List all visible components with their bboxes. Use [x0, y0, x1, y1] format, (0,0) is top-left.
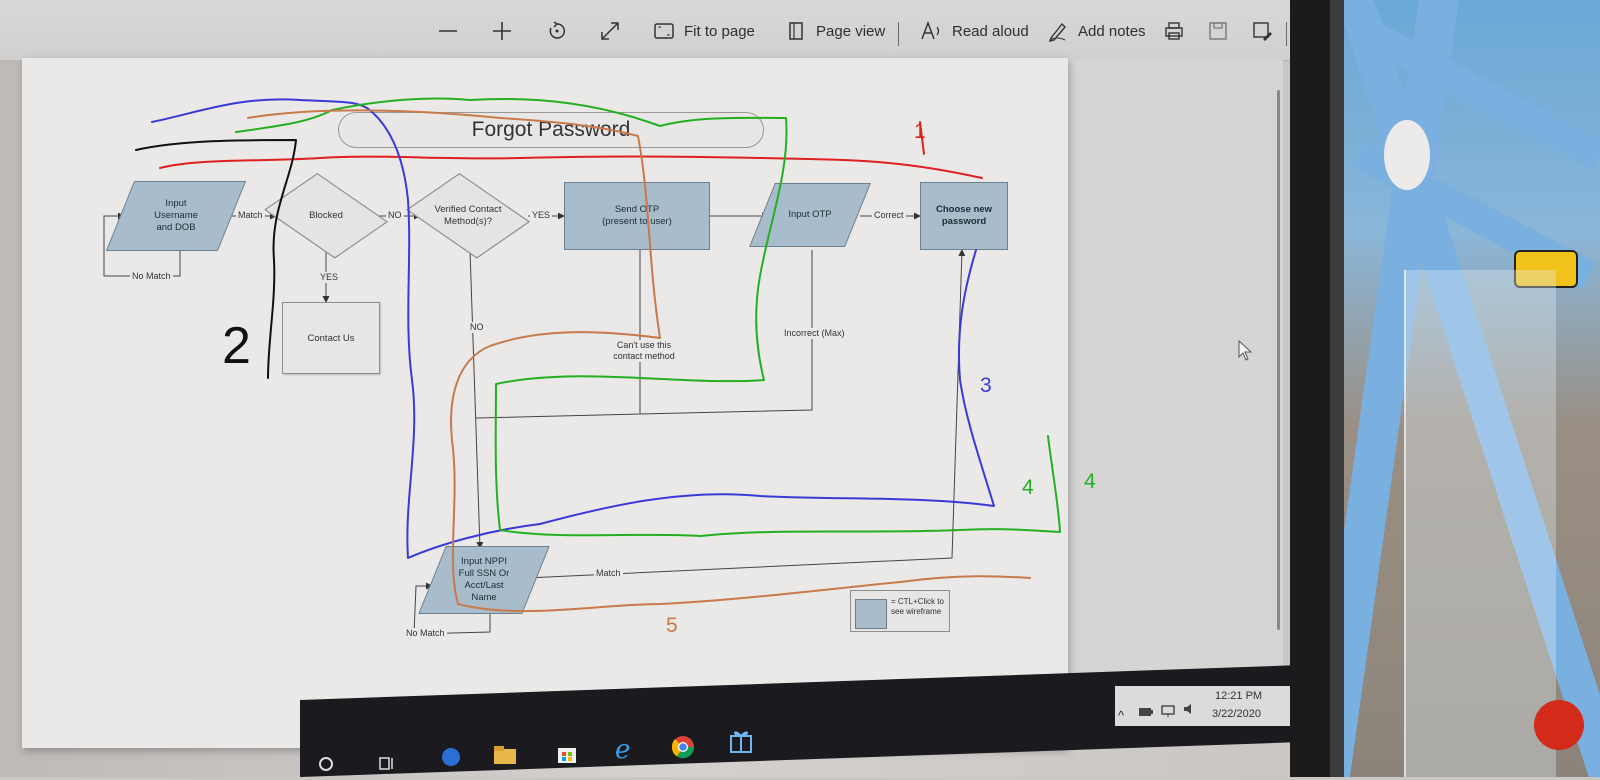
search-icon[interactable] — [312, 750, 342, 780]
svg-text:e: e — [615, 735, 630, 763]
node-blocked[interactable]: Blocked — [263, 173, 389, 259]
page-view-label: Page view — [816, 22, 886, 40]
viewer-margin — [1068, 60, 1283, 700]
blue-path — [151, 98, 995, 559]
file-explorer-icon[interactable] — [490, 740, 520, 770]
legend-text: = CTL+Click to see wireframe — [891, 597, 944, 616]
volume-icon[interactable] — [1182, 702, 1198, 719]
edge-label-incorrect: Incorrect (Max) — [782, 328, 847, 339]
save-button[interactable] — [1206, 16, 1230, 46]
add-notes-button[interactable]: Add notes — [1046, 16, 1146, 46]
pdf-toolbar: Fit to page Page view Read aloud Add not… — [0, 0, 1340, 61]
pdf-page — [22, 58, 1068, 748]
rotate-icon — [545, 19, 569, 43]
page-view-icon — [784, 19, 808, 43]
node-input-nppi[interactable]: Input NPPI Full SSN Or Acct/Last Name — [418, 546, 550, 614]
zoom-in-button[interactable] — [490, 16, 514, 46]
node-input-username[interactable]: Input Username and DOB — [105, 181, 247, 251]
rotate-button[interactable] — [545, 16, 569, 46]
annotation-number-4a: 4 — [1022, 476, 1034, 499]
edge-label-yes-2: YES — [530, 210, 553, 221]
laptop-bezel — [1290, 0, 1330, 777]
laptop-bezel-edge — [1330, 0, 1344, 777]
node-contact-us[interactable]: Contact Us — [282, 302, 380, 374]
app-gift-icon[interactable] — [726, 726, 756, 756]
fit-to-page-button[interactable]: Fit to page — [652, 16, 755, 46]
clock-date[interactable]: 3/22/2020 — [1212, 708, 1261, 720]
node-verified-contact[interactable]: Verified Contact Method(s)? — [405, 173, 531, 259]
edge-label-correct: Correct — [872, 210, 906, 221]
mouse-pointer-icon — [1238, 340, 1253, 361]
toolbar-divider-2 — [1286, 22, 1287, 46]
node-send-otp[interactable]: Send OTP (present to user) — [564, 182, 710, 250]
edge-label-no-match-2: No Match — [404, 628, 447, 639]
read-aloud-label: Read aloud — [952, 22, 1029, 40]
read-aloud-icon — [920, 19, 944, 43]
system-tray — [1115, 686, 1290, 726]
annotation-number-5: 5 — [666, 614, 678, 637]
save-as-icon — [1250, 19, 1274, 43]
expand-icon — [598, 19, 622, 43]
red-tick — [919, 121, 925, 155]
diagram-title: Forgot Password — [338, 112, 764, 148]
plus-icon — [490, 19, 514, 43]
edge-label-match: Match — [236, 210, 265, 221]
edge-label-yes: YES — [318, 272, 341, 283]
print-button[interactable] — [1162, 16, 1186, 46]
internet-explorer-icon[interactable]: e — [610, 734, 640, 764]
plush-toy — [1384, 120, 1430, 190]
save-as-button[interactable] — [1250, 16, 1274, 46]
battery-icon[interactable] — [1138, 706, 1154, 721]
red-toy — [1534, 700, 1584, 750]
vertical-scrollbar[interactable] — [1277, 90, 1280, 630]
task-view-icon[interactable] — [372, 748, 402, 778]
fullscreen-button[interactable] — [598, 16, 622, 46]
zoom-out-button[interactable] — [436, 16, 460, 46]
save-icon — [1206, 19, 1230, 43]
annotation-number-4b: 4 — [1084, 470, 1096, 493]
printer-icon — [1162, 19, 1186, 43]
pen-icon — [1046, 19, 1070, 43]
chevron-up-icon[interactable]: ^ — [1118, 708, 1125, 723]
edge-label-cant-use: Can't use this contact method — [602, 340, 686, 362]
edge-label-no: NO — [386, 210, 404, 221]
chrome-icon[interactable] — [668, 732, 698, 762]
page-view-button[interactable]: Page view — [784, 16, 885, 46]
orange-path — [247, 109, 1031, 613]
legend-swatch — [855, 599, 887, 629]
edge-label-no-match: No Match — [130, 271, 173, 282]
toolbar-divider — [898, 22, 899, 46]
red-path — [159, 155, 983, 179]
network-icon[interactable] — [1160, 704, 1176, 721]
green-path — [235, 97, 1061, 537]
black-path — [135, 139, 297, 379]
clock-time[interactable]: 12:21 PM — [1215, 690, 1263, 702]
glass-panel — [1404, 270, 1556, 777]
annotation-number-2: 2 — [222, 317, 251, 375]
edge-label-match-2: Match — [594, 568, 623, 579]
edge-label-no-2: NO — [468, 322, 486, 333]
node-choose-password[interactable]: Choose new password — [920, 182, 1008, 250]
store-icon[interactable] — [552, 738, 582, 768]
fit-page-icon — [652, 19, 676, 43]
room-background — [1344, 0, 1600, 777]
minus-icon — [436, 19, 460, 43]
node-input-otp[interactable]: Input OTP — [749, 183, 871, 247]
add-notes-label: Add notes — [1078, 22, 1146, 40]
diagram-legend: = CTL+Click to see wireframe — [850, 590, 950, 632]
read-aloud-button[interactable]: Read aloud — [920, 16, 1029, 46]
fit-to-page-label: Fit to page — [684, 22, 755, 40]
toy-bus — [1514, 250, 1578, 288]
annotation-number-3: 3 — [980, 374, 992, 397]
edge-browser-icon[interactable] — [436, 742, 466, 772]
annotation-number-1: 1 — [914, 120, 926, 143]
